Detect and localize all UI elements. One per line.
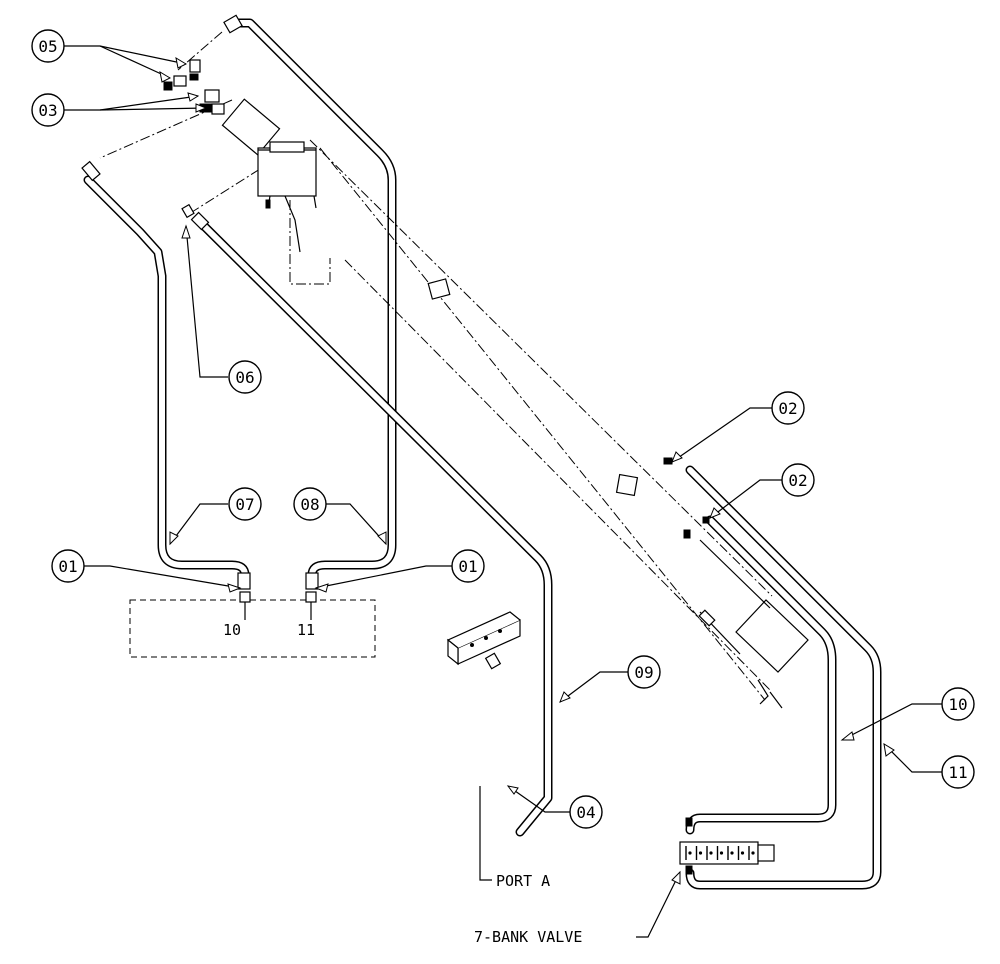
balloon-02-top: 02 — [771, 391, 805, 425]
port-a-manifold — [446, 611, 521, 670]
hose-08 — [223, 14, 397, 590]
leader-lines — [64, 45, 942, 938]
port-10-label: 10 — [223, 621, 241, 639]
pump-block: 10 11 — [129, 591, 376, 658]
valve-port — [751, 851, 755, 855]
balloon-11: 11 — [941, 755, 975, 789]
seven-bank-valve — [679, 817, 775, 875]
port-11-label: 11 — [297, 621, 315, 639]
balloon-02-lower: 02 — [781, 463, 815, 497]
svg-text:02: 02 — [788, 471, 807, 490]
seven-bank-valve-label: 7-BANK VALVE — [474, 928, 582, 946]
port-a-label: PORT A — [496, 872, 550, 890]
hose-07 — [81, 160, 251, 590]
valve-port — [698, 851, 703, 855]
svg-text:11: 11 — [948, 763, 967, 782]
svg-text:03: 03 — [38, 101, 57, 120]
svg-text:04: 04 — [576, 803, 595, 822]
svg-text:09: 09 — [634, 663, 653, 682]
svg-text:07: 07 — [235, 495, 254, 514]
top-valve-assembly — [221, 98, 317, 253]
valve-port — [719, 851, 724, 855]
svg-text:01: 01 — [58, 557, 77, 576]
balloon-07: 07 — [228, 487, 262, 521]
svg-text:05: 05 — [38, 37, 57, 56]
svg-text:06: 06 — [235, 368, 254, 387]
top-fittings — [163, 59, 225, 219]
hose-10 — [685, 515, 837, 835]
svg-text:01: 01 — [458, 557, 477, 576]
valve-port — [740, 851, 745, 855]
balloon-06: 06 — [228, 360, 262, 394]
hose-11 — [685, 465, 882, 890]
balloon-08: 08 — [293, 487, 327, 521]
hose-09 — [190, 211, 553, 837]
valve-port — [688, 851, 692, 855]
balloon-09: 09 — [627, 655, 661, 689]
lower-cylinder-assembly — [615, 457, 809, 709]
svg-text:02: 02 — [778, 399, 797, 418]
valve-port — [709, 851, 713, 855]
svg-text:08: 08 — [300, 495, 319, 514]
balloon-05: 05 — [31, 29, 65, 63]
inline-block — [427, 278, 451, 300]
valve-port — [730, 851, 734, 855]
balloon-04: 04 — [569, 795, 603, 829]
balloon-01-right: 01 — [451, 549, 485, 583]
balloon-10: 10 — [941, 687, 975, 721]
balloon-03: 03 — [31, 93, 65, 127]
svg-text:10: 10 — [948, 695, 967, 714]
balloon-01-left: 01 — [51, 549, 85, 583]
